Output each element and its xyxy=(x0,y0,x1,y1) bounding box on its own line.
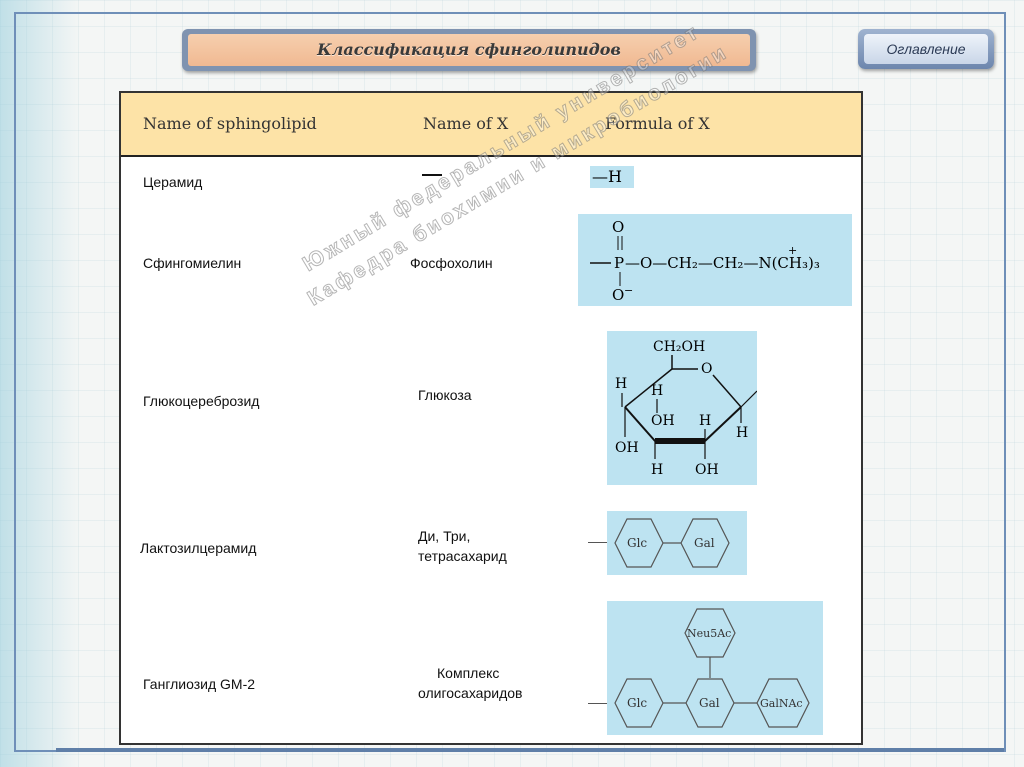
slide-bottom-line xyxy=(56,748,1004,752)
row-ceramide-name: Церамид xyxy=(143,174,203,190)
background-glow xyxy=(0,0,80,767)
row-glucocerebroside-x: Глюкоза xyxy=(418,387,472,403)
lactose-glc: Glc xyxy=(627,536,647,550)
phosphocholine-p: P xyxy=(614,254,624,272)
row-lactosylceramide-x-line2: тетрасахарид xyxy=(418,548,507,564)
row-ganglioside-name: Ганглиозид GM-2 xyxy=(143,676,256,692)
gm2-glc: Glc xyxy=(627,696,647,710)
row-ganglioside-x-line1: Комплекс xyxy=(437,665,500,681)
glucose-oh-c4: OH xyxy=(615,440,639,456)
glucose-h-c2: H xyxy=(699,413,711,429)
row-sphingomyelin-x: Фосфохолин xyxy=(410,255,493,271)
glucose-oh-c2: OH xyxy=(651,413,675,429)
title-banner: Классификация сфинголипидов xyxy=(182,29,756,71)
phosphocholine-plus: + xyxy=(788,244,797,257)
formula-glucose: CH₂OH O H OH H OH H H OH H xyxy=(607,331,758,485)
header-sphingolipid: Name of sphingolipid xyxy=(143,114,317,133)
header-x-name: Name of X xyxy=(423,114,509,133)
glucose-oh-c1: OH xyxy=(695,462,719,478)
header-x-formula: Formula of X xyxy=(605,114,710,133)
glucose-structure: CH₂OH O H OH H OH H H OH H xyxy=(615,339,758,478)
formula-ceramide: —H xyxy=(590,166,634,188)
formula-gm2: Neu5Ac Glc Gal GalNAc xyxy=(607,601,823,735)
formula-phosphocholine: O P O − —O—CH₂—CH₂—N(CH₃)₃ + xyxy=(578,214,852,306)
row-ceramide-x xyxy=(422,174,442,176)
gm2-galnac: GalNAc xyxy=(760,697,803,710)
lactose-structure: Glc Gal xyxy=(614,518,730,568)
glucose-h-c3: H xyxy=(651,383,663,399)
toc-button-label: Оглавление xyxy=(864,34,988,64)
glucose-ch2oh: CH₂OH xyxy=(653,339,705,355)
row-glucocerebroside-name: Глюкоцереброзид xyxy=(143,393,260,409)
phosphocholine-chain: —O—CH₂—CH₂—N(CH₃)₃ xyxy=(625,254,820,272)
glucose-h-c3-bottom: H xyxy=(651,462,663,478)
phosphocholine-structure: O P O − —O—CH₂—CH₂—N(CH₃)₃ + xyxy=(590,218,820,304)
page-title: Классификация сфинголипидов xyxy=(188,34,750,66)
formula-ceramide-text: —H xyxy=(592,167,622,186)
gm2-gal: Gal xyxy=(699,696,720,710)
phosphocholine-o-bottom: O xyxy=(612,286,624,304)
glucose-ring-o: O xyxy=(701,361,712,377)
toc-button[interactable]: Оглавление xyxy=(858,29,994,69)
gm2-neu5ac: Neu5Ac xyxy=(687,627,731,640)
formula-lactose: Glc Gal xyxy=(607,511,747,575)
gm2-structure: Neu5Ac Glc Gal GalNAc xyxy=(614,608,810,728)
phosphocholine-minus: − xyxy=(624,284,633,297)
row-lactosylceramide-name: Лактозилцерамид xyxy=(140,540,257,556)
table-header: Name of sphingolipid Name of X Formula o… xyxy=(121,93,861,157)
row-ganglioside-x-line2: олигосахаридов xyxy=(418,685,523,701)
row-lactosylceramide-x-line1: Ди, Три, xyxy=(418,528,471,544)
row-sphingomyelin-name: Сфингомиелин xyxy=(143,255,242,271)
glucose-h-c4: H xyxy=(615,376,627,392)
phosphocholine-o-top: O xyxy=(612,218,624,236)
gm2-bond xyxy=(588,703,607,704)
lactose-bond xyxy=(588,542,607,543)
lactose-gal: Gal xyxy=(694,536,715,550)
glucose-h-c1: H xyxy=(736,425,748,441)
